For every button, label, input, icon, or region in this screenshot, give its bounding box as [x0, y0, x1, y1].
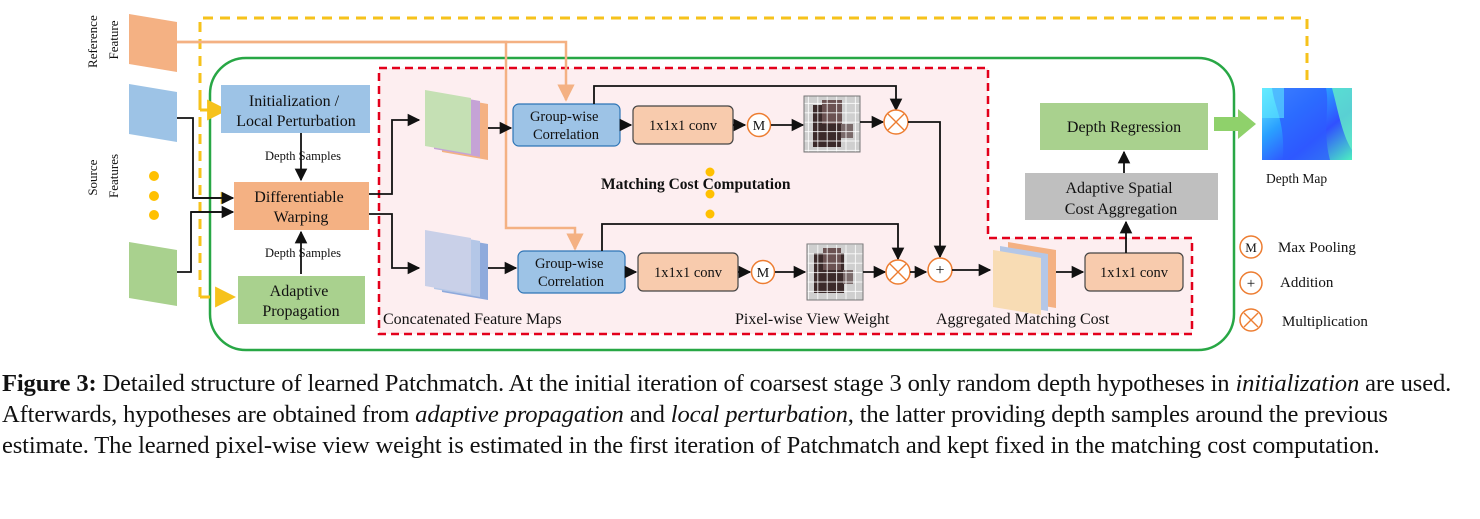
depth-samples-label-bottom: Depth Samples: [265, 246, 341, 260]
feature-maps-bottom: [425, 230, 488, 300]
max-pooling-symbol-bottom: M: [757, 266, 770, 281]
warping-box: [234, 182, 369, 230]
propagation-box: [238, 276, 365, 324]
reference-feature-lines: [177, 40, 584, 251]
spatial-aggregation-box: [1025, 173, 1218, 220]
caption-text: Detailed structure of learned Patchmatch…: [96, 370, 1236, 397]
view-weight-grid-top: [803, 95, 861, 153]
aggregated-cost-volume: [993, 242, 1056, 315]
multiplication-op-bottom: [885, 259, 911, 285]
initialization-label: Initialization / Local Perturbation: [236, 93, 356, 130]
caption-text: are used. Afterwards, hypotheses are obt…: [2, 370, 1452, 428]
depth-regression-box: [1040, 103, 1208, 150]
legend-multiplication-label: Multiplication: [1282, 314, 1368, 330]
view-weight-label: Pixel-wise View Weight: [735, 311, 890, 328]
legend-multiplication-symbol: [1239, 308, 1263, 332]
ellipsis-dot: [149, 171, 159, 181]
multiplication-op-top: [883, 109, 909, 135]
caption-emphasis: local perturbation: [670, 401, 848, 428]
conv-label-top: 1x1x1 conv: [649, 118, 718, 134]
output-arrow: [1214, 109, 1256, 139]
legend: M Max Pooling + Addition Multiplication: [1239, 235, 1368, 332]
max-pooling-op-top: [746, 112, 772, 138]
propagation-label: Adaptive Propagation: [262, 283, 339, 320]
conv-box-aggregated: [1084, 252, 1184, 292]
figure-caption: Figure 3: Detailed structure of learned …: [2, 368, 1476, 461]
depth-regression-label: Depth Regression: [1067, 119, 1181, 136]
initialization-box: [221, 85, 370, 133]
legend-max-pooling-letter: M: [1245, 240, 1257, 255]
spatial-aggregation-label: Adaptive Spatial Cost Aggregation: [1065, 180, 1177, 218]
view-weight-grid-bottom: [806, 243, 864, 301]
ellipsis-dot: [705, 167, 715, 177]
depth-map-image: [1262, 88, 1352, 160]
max-pooling-op-bottom: [750, 259, 776, 285]
caption-emphasis: adaptive propagation: [415, 401, 624, 428]
patchmatch-diagram: Reference Feature Source Features Initia…: [85, 12, 1368, 352]
depth-samples-label-top: Depth Samples: [265, 149, 341, 163]
source-features-label: Source Features: [85, 154, 121, 198]
depth-map-label: Depth Map: [1266, 171, 1327, 186]
matching-cost-title: Matching Cost Computation: [601, 176, 791, 193]
legend-addition-symbol: [1239, 271, 1263, 295]
feature-maps-top: [425, 90, 488, 160]
group-correlation-label-top: Group-wise Correlation: [530, 109, 602, 143]
figure-number: Figure 3:: [2, 370, 97, 397]
legend-addition-plus: +: [1247, 276, 1255, 292]
warping-label: Differentiable Warping: [254, 189, 347, 226]
group-correlation-label-bottom: Group-wise Correlation: [535, 256, 607, 290]
legend-max-pooling-label: Max Pooling: [1278, 240, 1356, 256]
ellipsis-dot: [149, 210, 159, 220]
addition-symbol: +: [935, 262, 944, 279]
ellipsis-dot: [149, 191, 159, 201]
conv-label-bottom: 1x1x1 conv: [654, 265, 723, 281]
caption-text: , the latter providing depth samples aro…: [2, 401, 1388, 459]
caption-text: and: [623, 401, 671, 428]
source-to-warping-lines: [177, 117, 234, 273]
legend-addition-label: Addition: [1280, 275, 1334, 291]
max-pooling-symbol-top: M: [753, 119, 766, 134]
concat-feature-label: Concatenated Feature Maps: [383, 311, 562, 328]
ellipsis-dot: [705, 189, 715, 199]
legend-max-pooling-symbol: [1239, 235, 1263, 259]
source-feature-map-n: [129, 242, 177, 306]
aggregated-cost-label: Aggregated Matching Cost: [936, 311, 1110, 328]
reference-feature-map: [129, 14, 177, 72]
source-feature-map-1: [129, 84, 177, 142]
reference-feature-label: Reference Feature: [85, 12, 121, 68]
conv-label-aggregated: 1x1x1 conv: [1100, 265, 1169, 281]
ellipsis-dot: [705, 209, 715, 219]
patchmatch-frame: [208, 56, 1236, 352]
caption-emphasis: initialization: [1235, 370, 1360, 397]
